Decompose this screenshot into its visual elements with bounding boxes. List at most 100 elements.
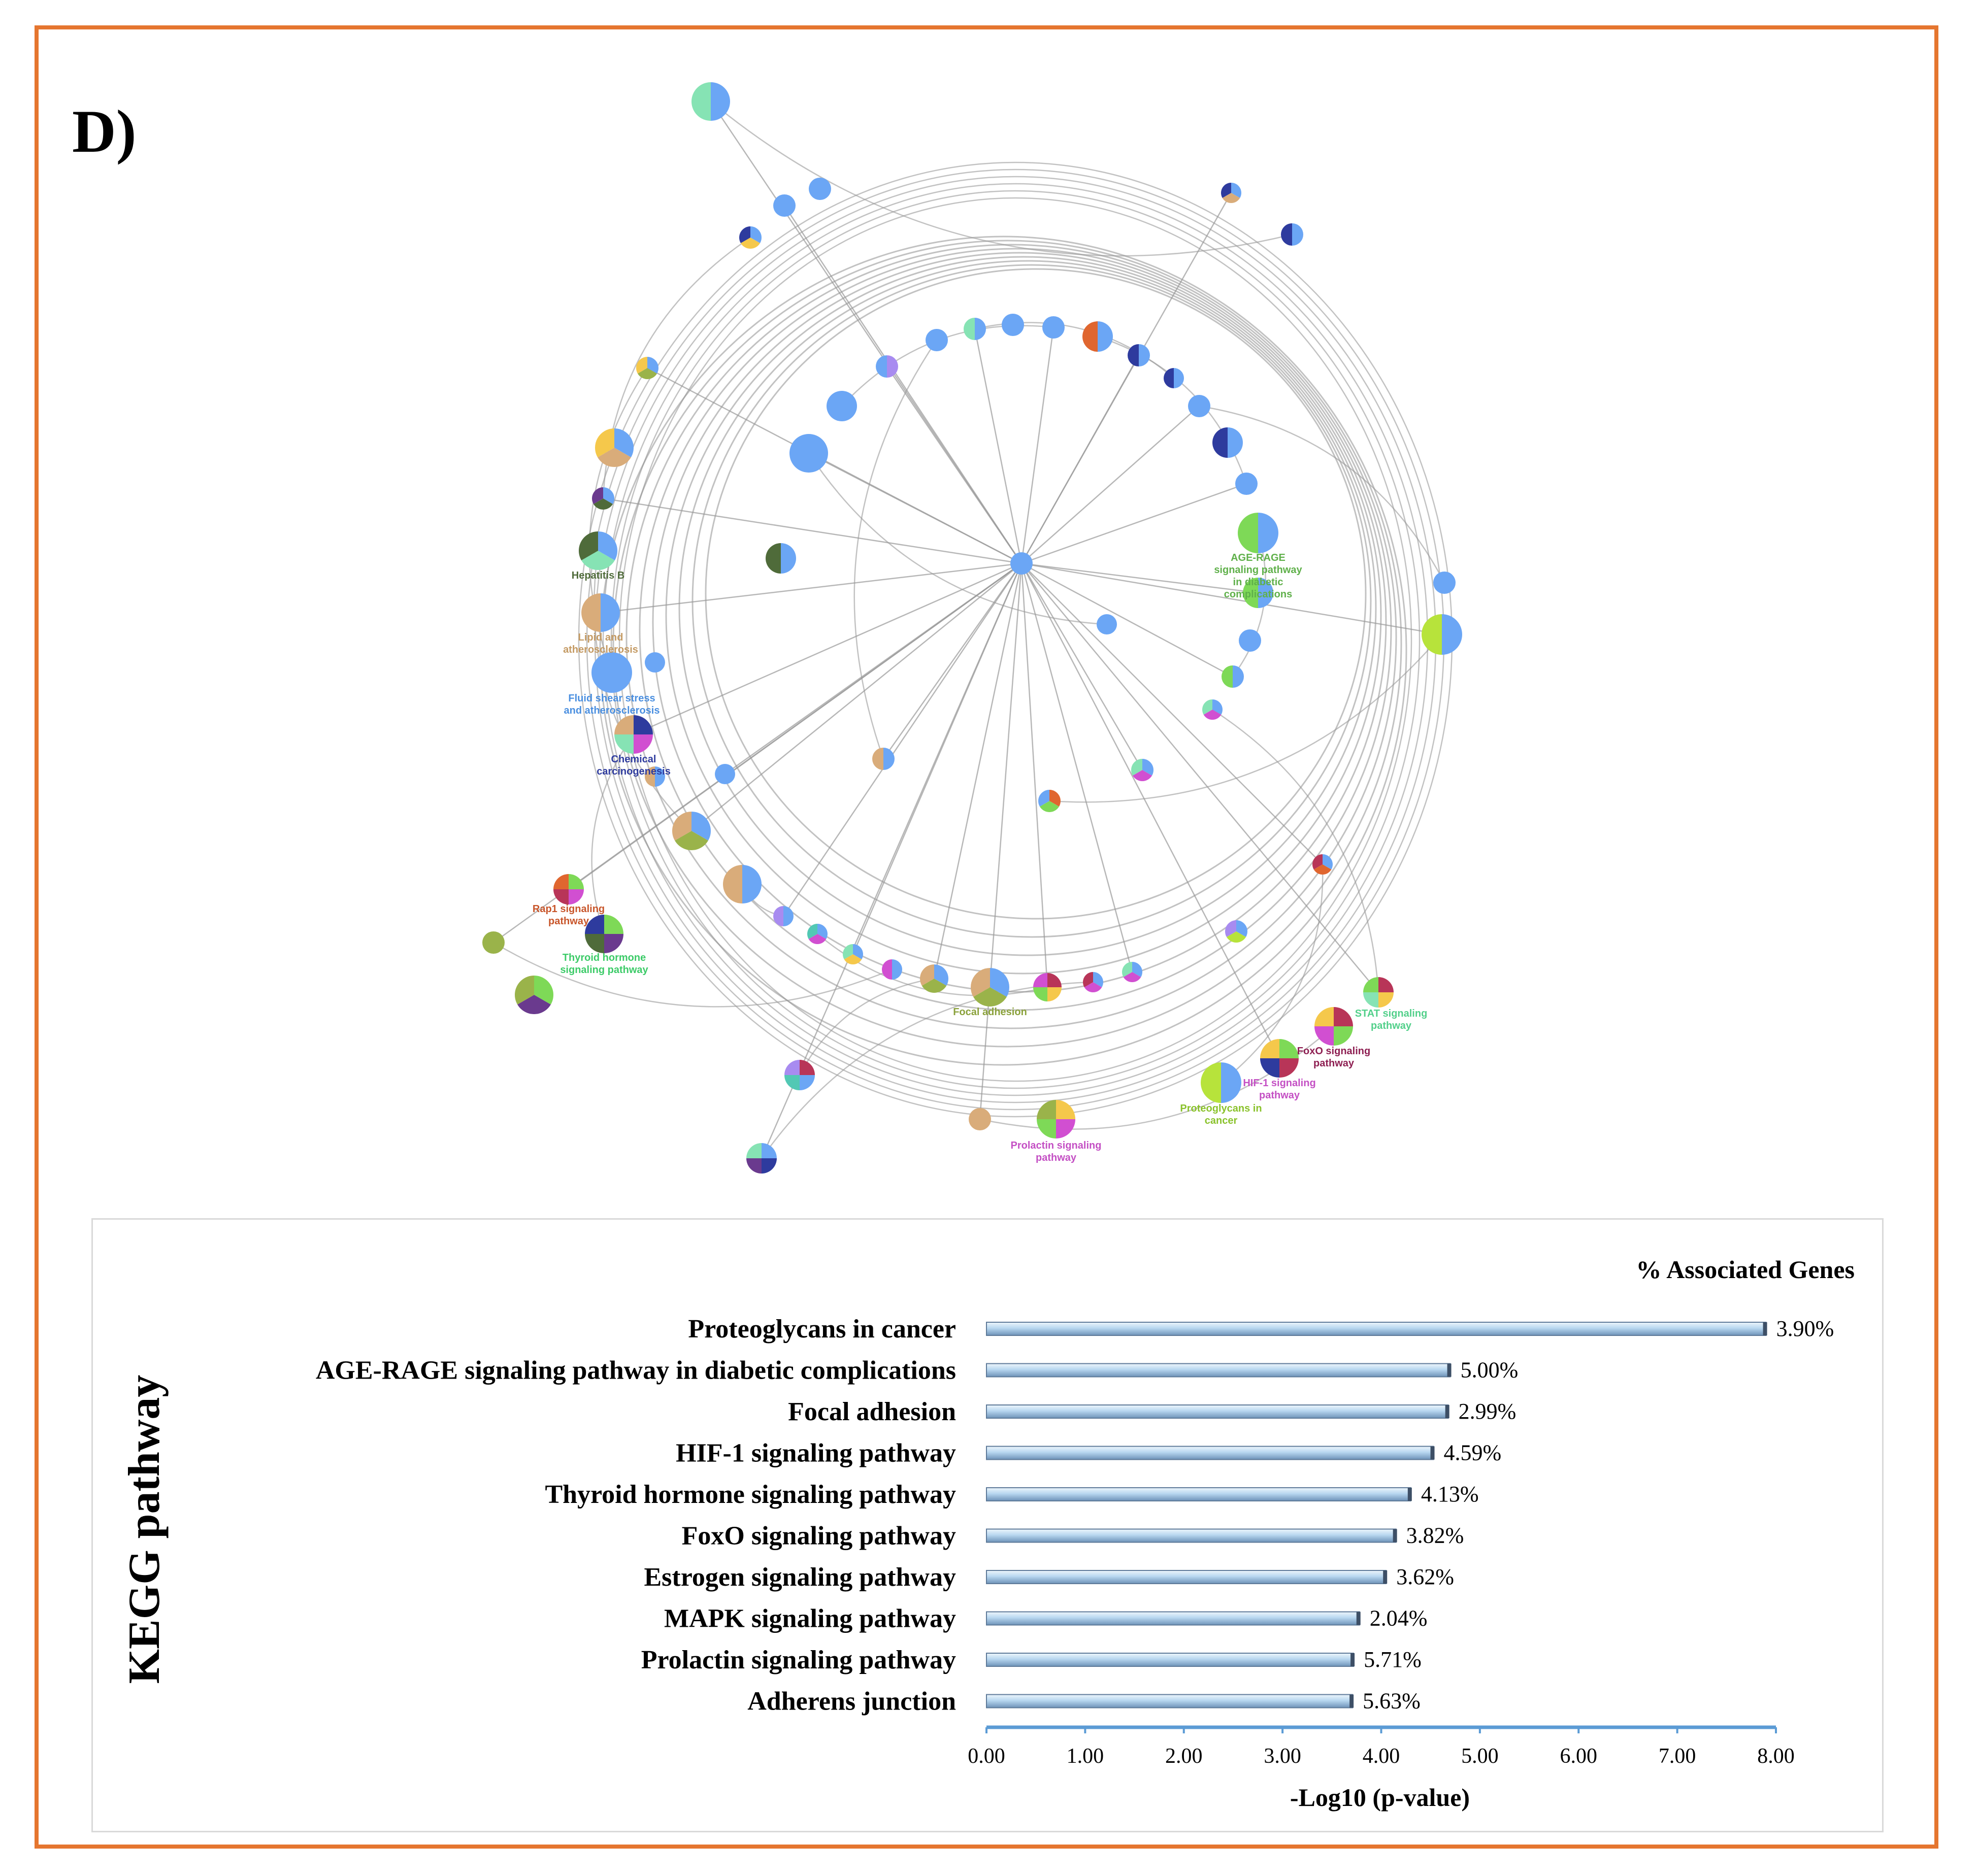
x-tick-label: 1.00 (1067, 1745, 1104, 1768)
node-slice (569, 874, 584, 889)
network-node (715, 764, 735, 784)
node-slice (603, 487, 614, 504)
node-slice (1314, 1026, 1334, 1046)
node-slice (1233, 665, 1244, 688)
node-slice (1281, 223, 1292, 246)
network-node (579, 531, 617, 570)
category-label: Estrogen signaling pathway (644, 1563, 956, 1592)
network-node (1037, 1100, 1075, 1138)
node-slice (1228, 427, 1243, 458)
network-edge (724, 562, 1022, 775)
node-slice (1142, 759, 1153, 776)
network-node (1212, 427, 1243, 458)
network-node (1083, 972, 1104, 993)
node-slice (1279, 1039, 1299, 1058)
network-node (766, 543, 796, 574)
bar-value-label: 4.59% (1444, 1440, 1502, 1465)
node-slice (817, 924, 828, 939)
node-slice (1188, 395, 1210, 417)
node-slice (1363, 977, 1378, 992)
network-node (1260, 1039, 1299, 1078)
network-edge (1021, 562, 1233, 678)
node-slice (1238, 513, 1258, 553)
bar (986, 1446, 1434, 1460)
bar-value-label: 3.62% (1396, 1564, 1454, 1589)
node-slice (800, 1075, 815, 1090)
chart-title: % Associated Genes (1636, 1255, 1855, 1284)
network-edge-ring (599, 236, 1407, 1066)
bar-end-cap (1356, 1612, 1361, 1625)
network-edge (1021, 563, 1323, 865)
node-slice (876, 355, 887, 378)
network-edge-ring (665, 256, 1382, 975)
node-slice (723, 865, 742, 903)
node-slice (800, 1060, 815, 1075)
node-slice (750, 226, 762, 243)
network-edge (1199, 405, 1445, 583)
node-slice (1221, 183, 1231, 198)
node-slice (842, 944, 853, 959)
node-slice (1334, 1007, 1353, 1026)
node-slice (1202, 699, 1212, 715)
node-slice (1235, 473, 1258, 495)
node-slice (975, 318, 986, 340)
network-node (1243, 578, 1273, 608)
bar (986, 1363, 1451, 1378)
network-edge (691, 563, 1022, 831)
node-slice (1313, 864, 1332, 875)
bar-value-label: 3.82% (1406, 1523, 1464, 1548)
category-label: AGE-RAGE signaling pathway in diabetic c… (316, 1356, 956, 1385)
node-slice (1047, 973, 1062, 987)
node-slice (647, 357, 659, 374)
network-edge (603, 497, 1022, 564)
network-edge (853, 340, 938, 759)
bar-chart-panel: % Associated Genes KEGG pathway -Log10 (… (91, 1218, 1884, 1832)
x-tick-label: 2.00 (1165, 1745, 1203, 1768)
node-slice (1039, 801, 1060, 812)
network-edge (1020, 563, 1280, 1059)
node-slice (1164, 368, 1174, 388)
bar-value-label: 5.63% (1363, 1689, 1421, 1714)
network-node (1164, 368, 1184, 388)
network-node (1239, 629, 1261, 652)
node-slice (1083, 972, 1093, 987)
node-slice (672, 812, 691, 841)
node-slice (634, 734, 653, 754)
network-edge (1021, 562, 1442, 635)
node-slice (1139, 344, 1150, 366)
bar-end-cap (1447, 1363, 1452, 1377)
node-slice (604, 915, 623, 934)
network-node (739, 226, 762, 249)
network-node (595, 428, 634, 467)
bar-end-cap (1407, 1488, 1412, 1501)
node-slice (593, 498, 613, 510)
x-tick-label: 6.00 (1560, 1745, 1598, 1768)
node-slice (553, 874, 569, 889)
node-slice (1122, 962, 1132, 977)
bar-end-cap (1350, 1653, 1355, 1666)
node-slice (655, 766, 665, 787)
node-slice (882, 959, 892, 980)
network-nodes (482, 82, 1462, 1174)
node-slice (1097, 614, 1117, 634)
node-slice (1292, 223, 1303, 246)
node-slice (1314, 1007, 1334, 1026)
node-slice (1260, 1039, 1279, 1058)
network-edge (1212, 709, 1379, 993)
node-slice (645, 766, 655, 787)
node-slice (534, 976, 553, 1004)
network-edge-ring (705, 268, 1367, 920)
node-slice (1422, 614, 1442, 655)
bar-value-label: 2.99% (1459, 1399, 1517, 1424)
bar-end-cap (1445, 1405, 1449, 1418)
network-node (1225, 920, 1248, 943)
network-node (1312, 854, 1333, 875)
network-node (784, 1060, 815, 1090)
node-slice (614, 734, 634, 754)
node-slice (971, 968, 990, 997)
node-slice (1002, 314, 1024, 336)
node-slice (1260, 1058, 1279, 1078)
network-edge (710, 101, 1293, 257)
